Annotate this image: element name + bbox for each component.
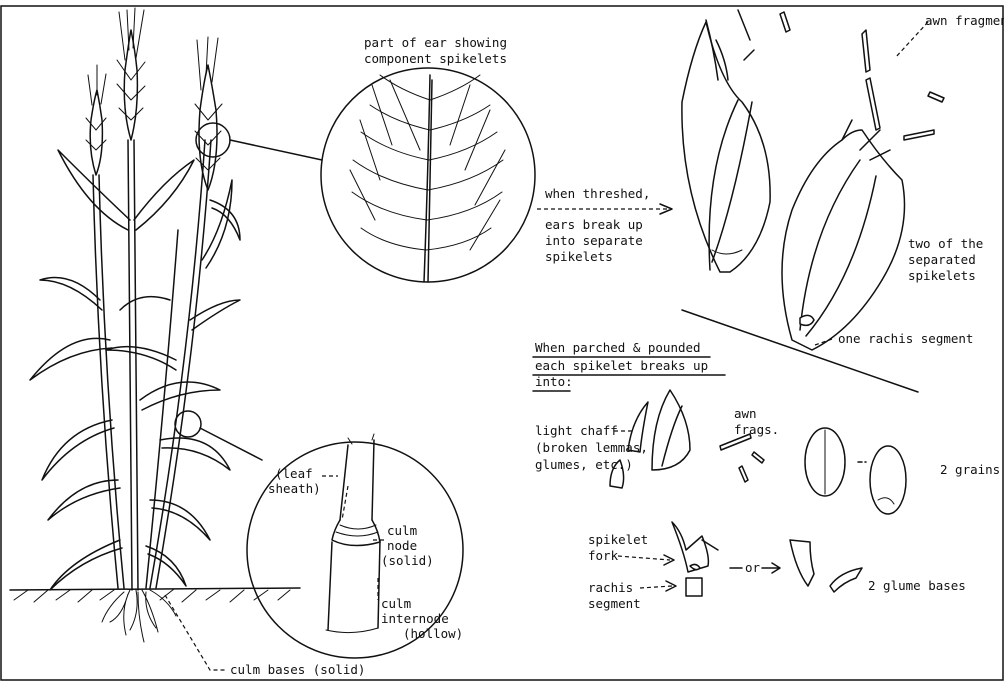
label-two-glume-bases: 2 glume bases [868, 578, 966, 593]
label-culm-bases: culm bases (solid) [230, 662, 365, 677]
label-two-separated-3: spikelets [908, 268, 976, 283]
label-light-chaff-1: light chaff [535, 423, 618, 438]
culm-detail-connector [200, 428, 262, 460]
spikelet-2 [782, 120, 905, 350]
ear-center [117, 8, 145, 140]
label-spikelet-fork-2: fork [588, 548, 619, 563]
ear-detail-connector [230, 140, 322, 160]
label-light-chaff-3: glumes, etc.) [535, 457, 633, 472]
label-parched-2: each spikelet breaks up [535, 358, 708, 373]
culm-detail-circle-marker [175, 411, 201, 437]
spikelet-1 [682, 10, 770, 272]
label-one-rachis-segment: one rachis segment [838, 331, 973, 346]
label-rachis-segment-2: segment [588, 596, 641, 611]
label-awn-fragments: awn fragments [925, 13, 1004, 28]
label-leaf-sheath-1: (leaf [275, 466, 313, 481]
label-threshed-3: into separate [545, 233, 643, 248]
awn-frag-pieces [720, 434, 764, 482]
label-rachis-segment-1: rachis [588, 580, 633, 595]
label-threshed-2: ears break up [545, 217, 643, 232]
label-spikelet-fork-1: spikelet [588, 532, 648, 547]
label-two-separated-1: two of the [908, 236, 983, 251]
label-culm-internode-1: culm [381, 596, 411, 611]
label-awn-frags-2: frags. [734, 422, 779, 437]
label-ear-title-1: part of ear showing [364, 35, 507, 50]
label-light-chaff-2: (broken lemmas, [535, 440, 648, 455]
label-culm-internode-2: internode [381, 611, 449, 626]
label-awn-frags-1: awn [734, 406, 757, 421]
glume-bases-pieces [790, 540, 862, 592]
light-chaff-pieces [610, 390, 690, 488]
label-leaf-sheath-2: sheath) [268, 481, 321, 496]
label-culm-node-2: node [387, 538, 417, 553]
label-parched-3: into: [535, 374, 573, 389]
label-ear-title-2: component spikelets [364, 51, 507, 66]
label-culm-node-1: culm [387, 523, 417, 538]
label-threshed-1: when threshed, [545, 186, 650, 201]
ear-detail-magnified [321, 68, 535, 282]
label-two-grains: 2 grains [940, 462, 1000, 477]
label-culm-internode-3: (hollow) [403, 626, 463, 641]
label-parched-1: When parched & pounded [535, 340, 701, 355]
label-threshed-4: spikelets [545, 249, 613, 264]
label-culm-node-3: (solid) [381, 553, 434, 568]
spikelet-fork-piece [672, 522, 718, 596]
label-two-separated-2: separated [908, 252, 976, 267]
barley-plant-illustration [10, 8, 300, 642]
label-or: or [745, 560, 761, 575]
ear-left [86, 65, 106, 175]
grains-pair [805, 428, 906, 514]
awn-fragments-top [780, 12, 944, 140]
